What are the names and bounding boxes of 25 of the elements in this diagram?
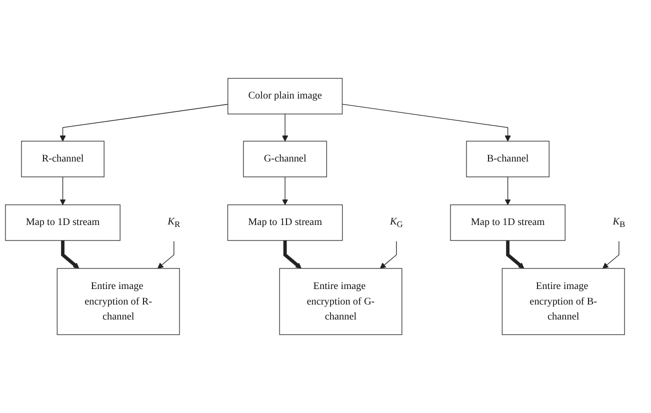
node-box: Entire image encryption of B-channel — [502, 268, 625, 336]
node-text: K$_{G}$ — [390, 216, 403, 230]
node-box: Entire image encryption of R-channel — [56, 268, 180, 336]
node-box: B-channel — [466, 140, 550, 178]
arrow — [61, 240, 80, 269]
arrow — [282, 114, 288, 142]
arrow — [504, 176, 511, 206]
node-box: G-channel — [243, 140, 327, 178]
arrow — [342, 104, 511, 142]
arrow — [506, 240, 524, 269]
node-box: Map to 1D stream — [227, 204, 343, 241]
arrow — [60, 104, 228, 142]
node-box: Entire image encryption of G-channel — [279, 268, 402, 336]
arrow — [602, 240, 620, 269]
node-box: Map to 1D stream — [5, 204, 120, 241]
arrow — [283, 240, 302, 269]
arrow — [60, 176, 66, 206]
node-box: Map to 1D stream — [450, 204, 566, 241]
arrow — [282, 176, 288, 206]
node-text: K$_{R}$ — [168, 216, 180, 230]
arrow — [380, 240, 397, 269]
node-box: Color plain image — [228, 78, 343, 114]
node-box: R-channel — [21, 140, 104, 178]
node-text: K$_{B}$ — [612, 216, 626, 230]
arrow — [157, 240, 174, 269]
